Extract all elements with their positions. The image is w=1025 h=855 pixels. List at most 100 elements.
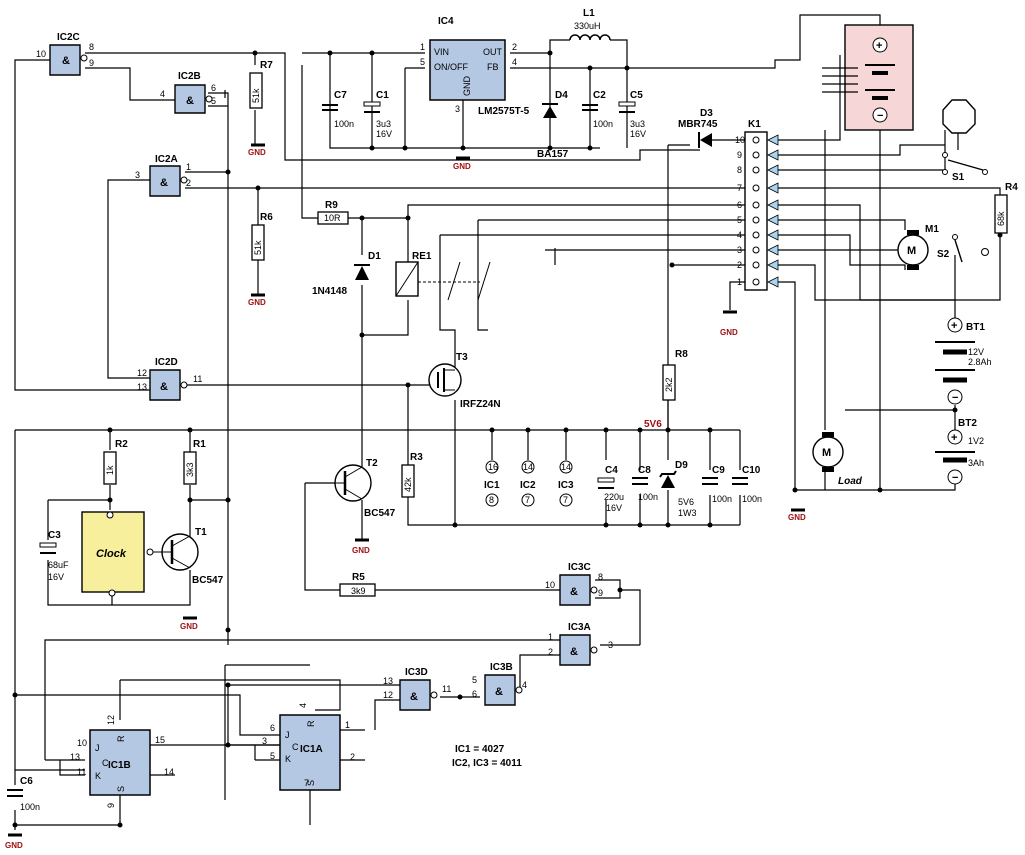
svg-text:100n: 100n	[593, 119, 613, 129]
svg-text:GND: GND	[788, 513, 806, 522]
svg-text:10: 10	[36, 49, 46, 59]
svg-text:D1: D1	[368, 251, 381, 262]
resistor-r5: R5 3k9	[339, 572, 376, 597]
svg-text:4: 4	[512, 57, 517, 67]
diode-d1: D1 1N4148	[312, 251, 381, 297]
svg-text:IC2: IC2	[520, 480, 536, 491]
resistor-r8: R8 2k2	[662, 349, 688, 401]
svg-text:2: 2	[548, 647, 553, 657]
svg-text:C: C	[102, 758, 109, 768]
svg-text:2.8Ah: 2.8Ah	[968, 357, 992, 367]
svg-text:IC1: IC1	[484, 480, 500, 491]
svg-text:C9: C9	[712, 465, 725, 476]
svg-text:K1: K1	[748, 119, 761, 130]
svg-text:VIN: VIN	[434, 47, 449, 57]
stop-sign-icon	[942, 99, 976, 134]
svg-text:4: 4	[737, 230, 742, 240]
svg-text:12: 12	[106, 715, 116, 725]
ic3a-label: IC3A	[568, 622, 591, 633]
gate-ic3c: IC3C & 10 8 9	[545, 562, 603, 606]
svg-text:C2: C2	[593, 90, 606, 101]
resistor-r2: R2 1k	[103, 439, 128, 485]
svg-text:51k: 51k	[253, 240, 263, 255]
svg-text:10: 10	[77, 738, 87, 748]
svg-text:6: 6	[211, 83, 216, 93]
svg-text:OUT: OUT	[483, 47, 503, 57]
svg-text:+: +	[876, 40, 882, 52]
svg-text:1k: 1k	[105, 465, 115, 475]
svg-text:3k9: 3k9	[351, 586, 366, 596]
svg-text:J: J	[285, 730, 290, 740]
gate-ic3b: IC3B & 5 6 4	[472, 662, 527, 706]
svg-text:C6: C6	[20, 776, 33, 787]
svg-text:J: J	[95, 743, 100, 753]
svg-text:9: 9	[598, 588, 603, 598]
resistor-r7: R7 51k	[249, 60, 273, 109]
svg-text:13: 13	[70, 752, 80, 762]
svg-text:14: 14	[523, 462, 533, 472]
svg-text:GND: GND	[248, 148, 266, 157]
svg-text:14: 14	[164, 767, 174, 777]
svg-text:GND: GND	[453, 162, 471, 171]
svg-text:3Ah: 3Ah	[968, 458, 984, 468]
svg-text:GND: GND	[180, 622, 198, 631]
svg-text:BA157: BA157	[537, 149, 569, 160]
svg-text:GND: GND	[5, 841, 23, 850]
svg-text:3k3: 3k3	[185, 462, 195, 477]
svg-text:&: &	[160, 381, 168, 393]
svg-text:D4: D4	[555, 90, 568, 101]
svg-text:Clock: Clock	[96, 548, 127, 560]
capacitor-c10: C10 100n	[732, 465, 762, 504]
svg-text:R7: R7	[260, 60, 273, 71]
svg-text:GND: GND	[248, 298, 266, 307]
svg-text:6: 6	[270, 723, 275, 733]
solar-panel: + −	[822, 24, 914, 131]
ic2b-label: IC2B	[178, 71, 201, 82]
svg-text:MBR745: MBR745	[678, 119, 718, 130]
svg-text:C3: C3	[48, 530, 61, 541]
flipflop-ic1a: IC1A J C K R S 6 3 5 4 1 2 7	[262, 703, 355, 791]
svg-text:R2: R2	[115, 439, 128, 450]
gate-ic2a: IC2A & 3 1 2	[135, 154, 191, 197]
motor-m1: M M1	[897, 224, 939, 270]
svg-text:T1: T1	[195, 527, 207, 538]
gate-ic3d: IC3D & 13 12 11	[383, 667, 451, 711]
svg-text:7: 7	[304, 778, 309, 788]
svg-text:IC3: IC3	[558, 480, 574, 491]
clock-block: Clock	[81, 511, 154, 597]
capacitor-c7: C7 100n	[322, 90, 354, 129]
svg-text:51k: 51k	[251, 88, 261, 103]
svg-text:&: &	[160, 177, 168, 189]
svg-text:8: 8	[737, 165, 742, 175]
ic3b-label: IC3B	[490, 662, 513, 673]
svg-text:3: 3	[455, 104, 460, 114]
gate-ic2b: IC2B & 4 6 5	[160, 71, 216, 114]
svg-text:16V: 16V	[606, 503, 622, 513]
svg-text:C7: C7	[334, 90, 347, 101]
resistor-r4: R4 68k	[994, 182, 1018, 234]
svg-text:5: 5	[472, 675, 477, 685]
svg-text:68k: 68k	[996, 211, 1006, 226]
gate-ic2c: IC2C & 10 8 9	[36, 32, 94, 76]
svg-text:11: 11	[77, 767, 86, 777]
svg-text:C1: C1	[376, 90, 389, 101]
svg-text:BT1: BT1	[966, 322, 985, 333]
svg-text:1N4148: 1N4148	[312, 286, 347, 297]
svg-text:D9: D9	[675, 460, 688, 471]
svg-text:15: 15	[155, 735, 165, 745]
flipflop-ic1b: IC1B J C K R S 10 13 11 12 15 14 9	[70, 715, 174, 808]
connector-k1: K1 10 9 8 7 6 5 4 3 2 1	[735, 119, 779, 291]
svg-text:16V: 16V	[630, 129, 646, 139]
svg-text:3: 3	[262, 736, 267, 746]
svg-text:3u3: 3u3	[376, 119, 391, 129]
svg-text:4: 4	[298, 703, 308, 708]
svg-text:9: 9	[737, 150, 742, 160]
junction-dots	[12, 50, 1003, 828]
svg-text:L1: L1	[583, 8, 595, 19]
ic4-regulator: IC4 VIN ON/OFF OUT FB GND LM2575T-5 1 5 …	[420, 16, 530, 117]
svg-text:BT2: BT2	[958, 418, 977, 429]
transistor-t1: T1 BC547	[153, 527, 224, 586]
svg-text:R9: R9	[325, 200, 338, 211]
svg-text:&: &	[570, 646, 578, 658]
svg-text:6: 6	[737, 200, 742, 210]
